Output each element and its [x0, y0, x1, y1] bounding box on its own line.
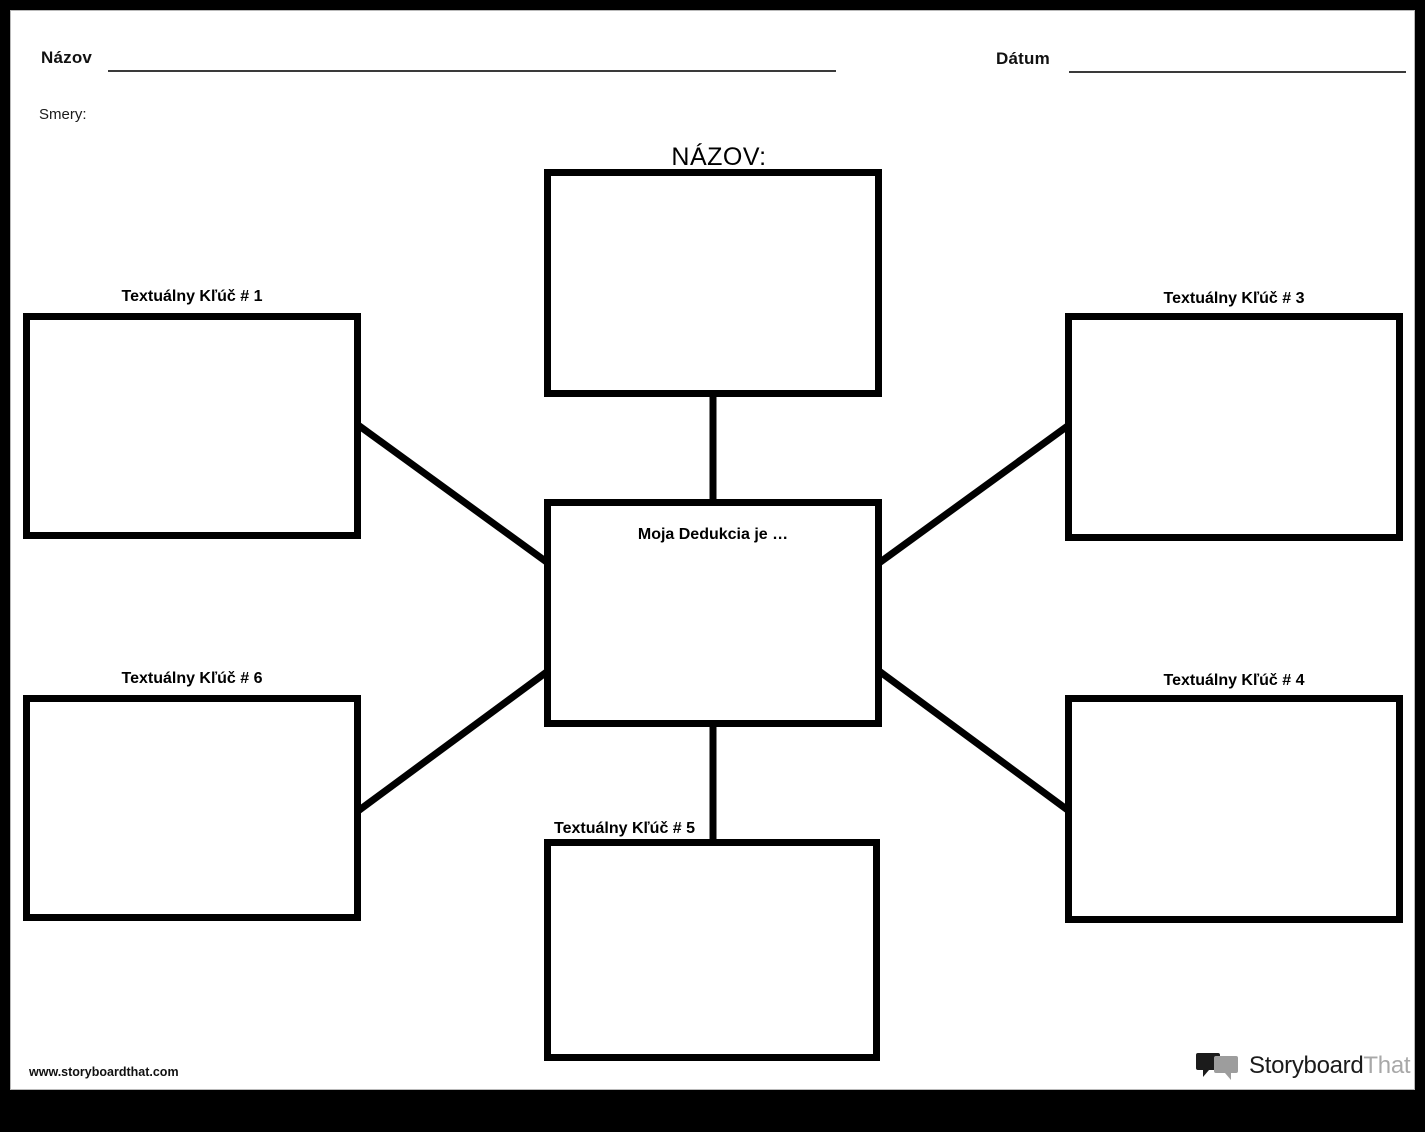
deduction-box-caption: Moja Dedukcia je …: [637, 526, 789, 543]
directions-label: Smery:: [39, 106, 87, 123]
textual-key-label-5: Textuálny Kľúč # 5: [554, 819, 707, 839]
brand-word-primary: Storyboard: [1249, 1052, 1364, 1079]
textual-key-box-4[interactable]: [1065, 695, 1403, 923]
textual-key-label-1: Textuálny Kľúč # 1: [121, 288, 263, 305]
name-input-rule[interactable]: [108, 70, 836, 72]
textual-key-label-6: Textuálny Kľúč # 6: [121, 670, 263, 687]
date-label: Dátum: [996, 49, 1050, 68]
site-url[interactable]: www.storyboardthat.com: [29, 1065, 179, 1079]
deduction-box[interactable]: Moja Dedukcia je …: [544, 499, 882, 727]
textual-key-box-3[interactable]: [1065, 313, 1403, 541]
textual-key-box-5[interactable]: [544, 839, 880, 1061]
name-label: Názov: [41, 48, 93, 67]
page-title: NÁZOV:: [671, 143, 767, 171]
speech-bubbles-icon: [1196, 1053, 1238, 1080]
brand-wordmark: StoryboardThat: [1249, 1052, 1411, 1080]
connector-k3: [876, 422, 1072, 566]
topic-box[interactable]: [544, 169, 882, 397]
date-input-rule[interactable]: [1069, 71, 1406, 73]
brand-word-secondary: That: [1363, 1052, 1411, 1079]
textual-key-label-4: Textuálny Kľúč # 4: [1163, 672, 1305, 689]
textual-key-box-1[interactable]: [23, 313, 361, 539]
connector-k4: [876, 668, 1072, 814]
brand-logo: StoryboardThat: [1196, 1051, 1411, 1081]
textual-key-label-3: Textuálny Kľúč # 3: [1163, 290, 1305, 307]
connector-k1: [355, 422, 551, 566]
worksheet-sheet: Názov Dátum Smery: NÁZOV:: [10, 10, 1415, 1090]
connector-k6: [355, 668, 551, 814]
textual-key-box-6[interactable]: [23, 695, 361, 921]
